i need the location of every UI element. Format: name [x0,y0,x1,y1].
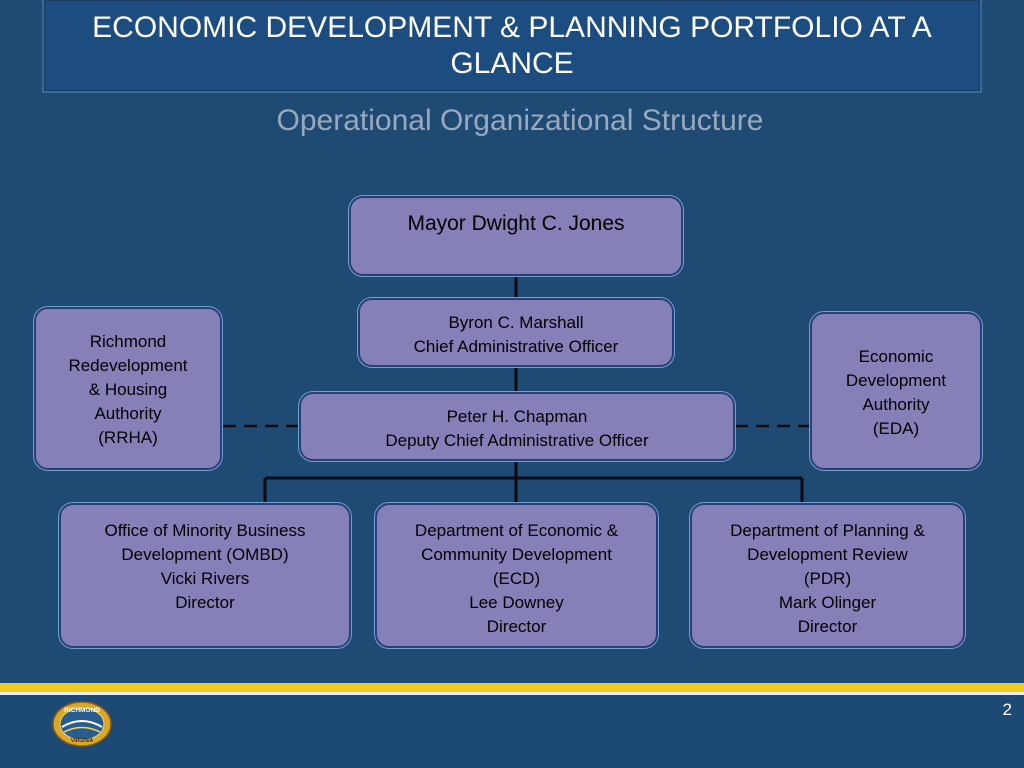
node-eda-line-1: Economic [858,347,934,366]
title-box: ECONOMIC DEVELOPMENT & PLANNING PORTFOLI… [42,0,982,93]
node-rrha-line-4: Authority [94,404,162,423]
node-eda-line-4: (EDA) [872,419,920,438]
node-pdr-line-2: Development Review [747,545,908,564]
node-rrha-line-1: Richmond [89,332,167,351]
node-ecd-line-5: Director [486,617,547,636]
node-pdr-line-4: Mark Olinger [778,593,877,612]
node-ecd: Department of Economic & Community Devel… [375,503,658,648]
node-mayor: Mayor Dwight C. Jones [349,196,683,276]
richmond-seal-icon: RICHMOND VIRGINIA [52,701,112,747]
node-pdr-line-3: (PDR) [803,569,852,588]
node-rrha: Richmond Redevelopment & Housing Authori… [34,307,222,470]
node-ombd: Office of Minority Business Development … [59,503,351,648]
node-ombd-line-4: Director [175,593,235,612]
node-ecd-line-4: Lee Downey [469,593,564,612]
node-eda-line-2: Development [845,371,947,390]
node-dcao: Peter H. Chapman Deputy Chief Administra… [299,392,735,461]
footer-bar [0,683,1024,768]
node-ecd-line-3: (ECD) [492,569,541,588]
page-number: 2 [1002,700,1012,719]
node-mayor-line-1: Mayor Dwight C. Jones [407,212,625,235]
footer-white-stripe [0,692,1024,695]
node-cao: Byron C. Marshall Chief Administrative O… [358,298,674,367]
node-eda: Economic Development Authority (EDA) [810,312,982,470]
page-subtitle: Operational Organizational Structure [276,104,764,137]
node-ombd-line-1: Office of Minority Business [104,521,306,540]
node-rrha-line-5: (RRHA) [98,428,158,447]
node-rrha-line-2: Redevelopment [68,356,188,375]
node-ecd-line-2: Community Development [421,545,612,564]
node-eda-line-3: Authority [862,395,930,414]
node-cao-line-2: Chief Administrative Officer [413,337,619,356]
node-rrha-line-3: & Housing [88,380,168,399]
node-dcao-line-1: Peter H. Chapman [446,407,588,426]
node-pdr-line-5: Director [797,617,858,636]
node-ombd-line-3: Vicki Rivers [160,569,250,588]
node-dcao-line-2: Deputy Chief Administrative Officer [385,431,649,450]
page-title: ECONOMIC DEVELOPMENT & PLANNING PORTFOLI… [92,10,932,80]
logo-text-top: RICHMOND [64,707,100,714]
node-cao-line-1: Byron C. Marshall [448,313,584,332]
logo-text-bottom: VIRGINIA [71,738,94,744]
footer-gold-stripe [0,683,1024,692]
node-ombd-line-2: Development (OMBD) [121,545,289,564]
node-pdr: Department of Planning & Development Rev… [690,503,965,648]
node-ecd-line-1: Department of Economic & [414,521,619,540]
node-pdr-line-1: Department of Planning & [730,521,925,540]
